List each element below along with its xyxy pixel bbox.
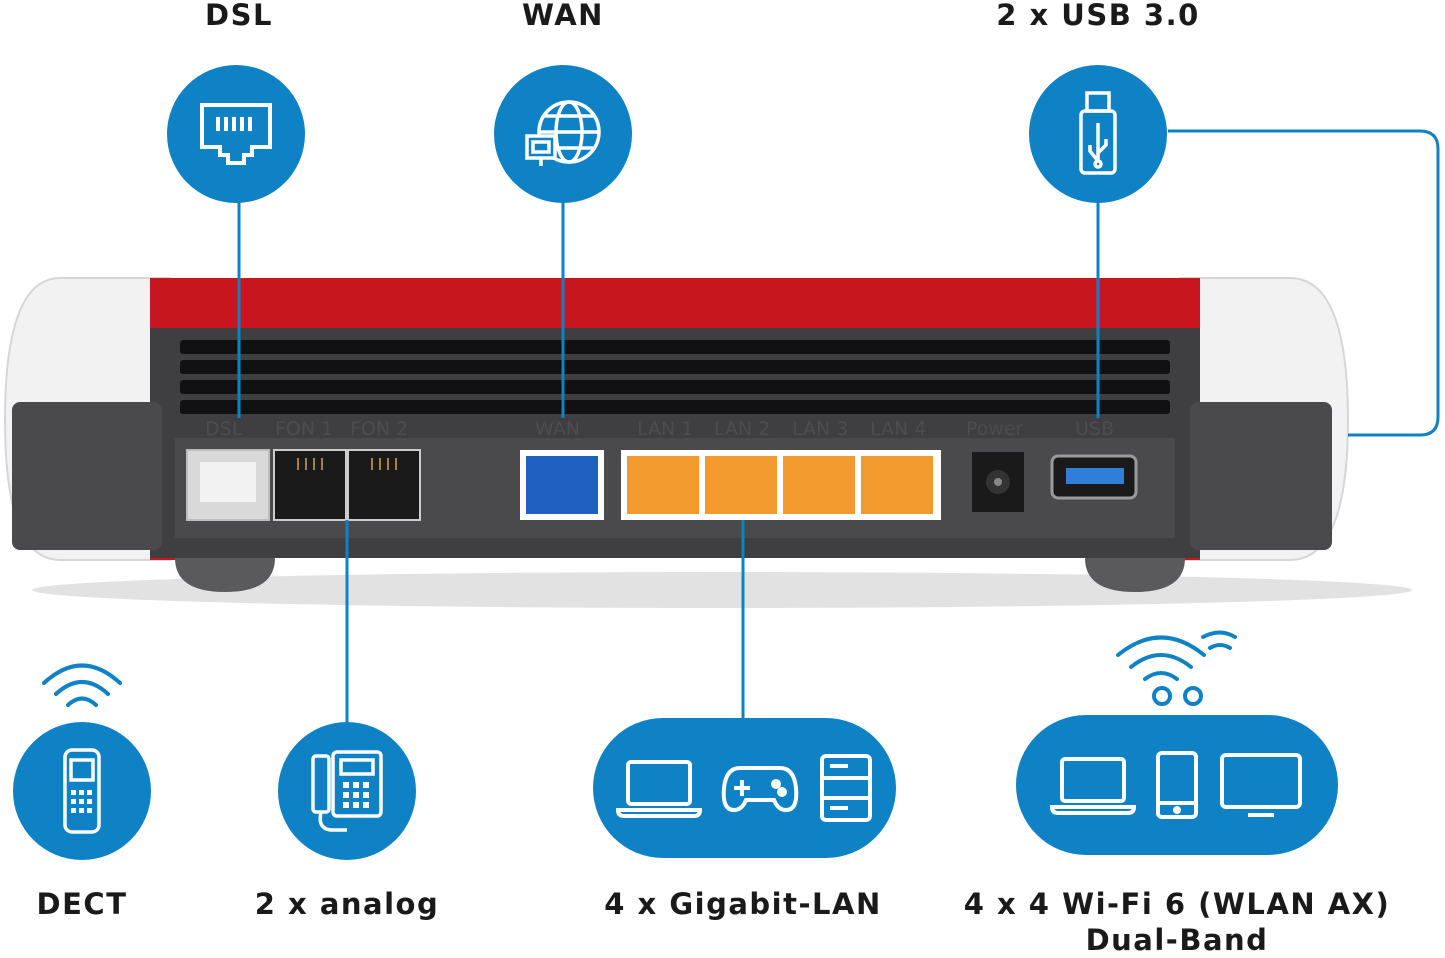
usb-label: 2 x USB 3.0: [996, 0, 1200, 32]
port-label-wan: WAN: [535, 418, 580, 440]
smartphone-icon: [1154, 749, 1200, 821]
wan-port: [526, 456, 598, 514]
router-vents: [180, 340, 1170, 414]
globe-network-icon: [521, 92, 605, 176]
wifi-devices-pill: [1016, 715, 1338, 855]
router-red-top: [150, 278, 1200, 330]
laptop-icon: [1050, 753, 1136, 817]
lan3-port: [783, 456, 855, 514]
lan2-port: [705, 456, 777, 514]
port-label-lan2: LAN 2: [714, 418, 770, 440]
gamepad-icon: [720, 758, 800, 818]
lan-label: 4 x Gigabit-LAN: [604, 887, 882, 921]
fon1-port: [273, 449, 347, 521]
dect-circle: [13, 722, 151, 860]
wifi-band-label: Dual-Band: [1085, 923, 1269, 957]
port-label-lan4: LAN 4: [870, 418, 926, 440]
nas-server-icon: [818, 752, 874, 824]
lan4-port: [861, 456, 933, 514]
port-label-usb: USB: [1075, 418, 1114, 440]
monitor-icon: [1218, 751, 1304, 819]
router-shadow: [32, 572, 1412, 608]
dsl-label: DSL: [205, 0, 273, 32]
port-label-power: Power: [966, 418, 1024, 440]
ethernet-port-icon: [196, 99, 276, 169]
dect-signal-icon: [42, 663, 122, 707]
port-label-lan1: LAN 1: [637, 418, 693, 440]
analog-label: 2 x analog: [254, 887, 440, 921]
wan-label: WAN: [522, 0, 604, 32]
wifi-label: 4 x 4 Wi-Fi 6 (WLAN AX): [963, 887, 1391, 921]
usb-circle: [1029, 65, 1167, 203]
router-right-foot: [1085, 558, 1185, 592]
router-right-panel: [1190, 402, 1332, 550]
lan1-port: [627, 456, 699, 514]
cordless-phone-icon: [57, 746, 107, 836]
port-label-lan3: LAN 3: [792, 418, 848, 440]
analog-circle: [278, 722, 416, 860]
desk-phone-icon: [307, 746, 387, 836]
port-label-dsl: DSL: [205, 418, 243, 440]
wifi-signal-icon: [1116, 630, 1237, 706]
router-left-foot: [175, 558, 275, 592]
usb-side-connector-line: [1168, 129, 1440, 437]
port-label-fon2: FON 2: [350, 418, 408, 440]
fon2-port: [347, 449, 421, 521]
dect-label: DECT: [36, 887, 128, 921]
usb-stick-icon: [1073, 89, 1123, 179]
laptop-icon: [615, 756, 702, 820]
lan-devices-pill: [593, 718, 896, 858]
router-left-panel: [12, 402, 162, 550]
wan-circle: [494, 65, 632, 203]
dsl-circle: [167, 65, 305, 203]
port-label-fon1: FON 1: [275, 418, 333, 440]
